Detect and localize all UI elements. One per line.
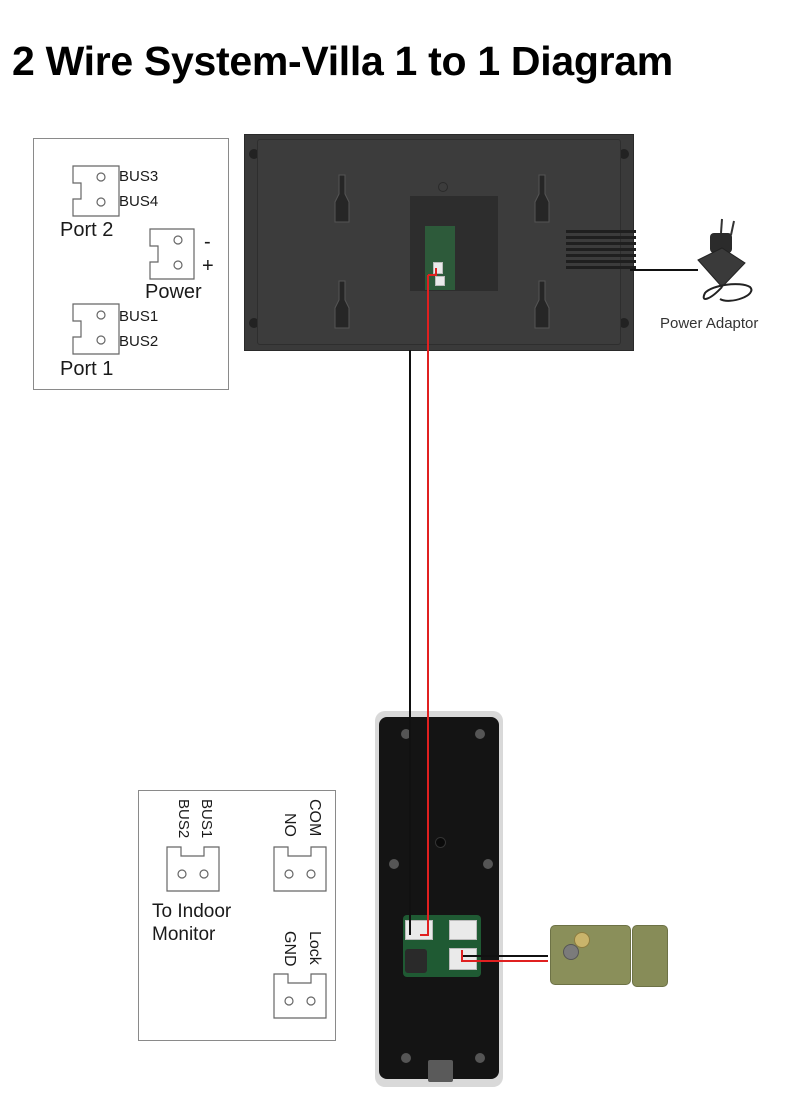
center-screw-hole [435, 837, 446, 848]
power-connector [149, 228, 195, 280]
monitor-pcb [425, 226, 455, 290]
pin-label-bus2: BUS2 [119, 333, 159, 350]
power-label: Power [145, 281, 202, 303]
screw [619, 149, 629, 159]
pin-label-bus4: BUS4 [119, 193, 159, 210]
pin-label-bus3: BUS3 [119, 168, 159, 185]
red-wire-bus [420, 275, 429, 936]
power-adaptor-icon [630, 218, 753, 302]
diagram-title: 2 Wire System-Villa 1 to 1 Diagram [12, 38, 673, 84]
pin-label-gnd: GND [281, 931, 298, 967]
center-screw-hole [438, 182, 448, 192]
lock-keeper [632, 925, 668, 987]
pin-label-bus1: BUS1 [198, 799, 215, 839]
speaker-vent [566, 230, 636, 276]
outdoor-station [375, 711, 503, 1087]
screw [619, 318, 629, 328]
bus-caption-line1: To Indoor [152, 901, 232, 922]
door-station-back-panel [379, 717, 499, 1079]
power-plus-label: + [202, 255, 214, 277]
mount-slot [334, 174, 350, 223]
electric-lock [550, 925, 631, 985]
power-minus-label: - [204, 231, 211, 253]
inductor [405, 949, 427, 973]
outdoor-station-port-legend: BUS2 BUS1 To Indoor Monitor NO COM GND L… [138, 790, 336, 1041]
bus-caption-line2: Monitor [152, 924, 216, 945]
screw [249, 149, 259, 159]
pin-label-lock: Lock [306, 931, 323, 965]
pin-label-bus2: BUS2 [175, 799, 192, 839]
port1-label: Port 1 [60, 358, 114, 380]
port2-connector [72, 165, 120, 217]
key-cylinder-icon [574, 932, 590, 948]
red-wire-monitor-tap [428, 268, 437, 276]
monitor-back-panel [257, 139, 636, 345]
port1-connector [72, 303, 120, 355]
indoor-monitor-port-legend: BUS3 BUS4 Port 2 - + Power BUS1 BUS2 Por… [33, 138, 229, 390]
pin-label-bus1: BUS1 [119, 308, 159, 325]
screw [475, 729, 485, 739]
mount-slot [534, 280, 550, 329]
power-adaptor-label: Power Adaptor [660, 315, 759, 332]
mount-slot [534, 174, 550, 223]
screw [401, 729, 411, 739]
lock-knob-icon [563, 944, 579, 960]
pin-label-no: NO [281, 813, 298, 837]
screw [483, 859, 493, 869]
mount-slot [334, 280, 350, 329]
indoor-monitor [244, 134, 636, 351]
relay-connector [273, 846, 327, 892]
pin-label-com: COM [306, 799, 323, 837]
screw [475, 1053, 485, 1063]
red-wire-lock [461, 950, 548, 962]
lock-connector [273, 973, 327, 1019]
camera-window [428, 1060, 453, 1082]
screw [389, 859, 399, 869]
screw [249, 318, 259, 328]
port2-label: Port 2 [60, 219, 114, 241]
bus-connector [166, 846, 220, 892]
screw [401, 1053, 411, 1063]
relay-terminal [449, 920, 477, 940]
